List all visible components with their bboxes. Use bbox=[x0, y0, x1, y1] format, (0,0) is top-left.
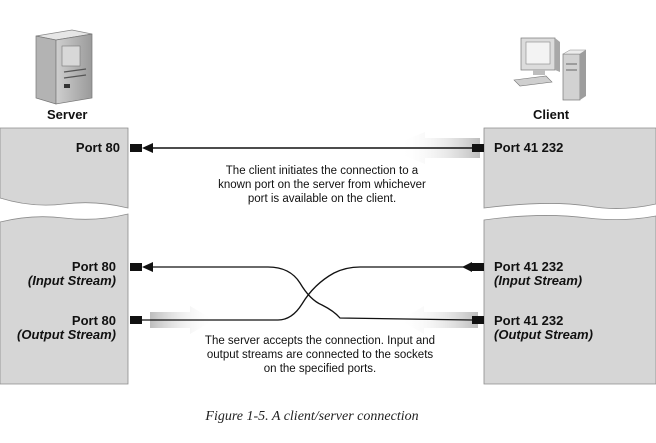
server-input-port: Port 80 bbox=[72, 259, 116, 274]
server-panel-bottom bbox=[0, 213, 129, 385]
bottom-note-line-2: output streams are connected to the sock… bbox=[207, 349, 434, 361]
figure-caption: Figure 1-5. A client/server connection bbox=[204, 409, 418, 424]
top-note: The client initiates the connection to a… bbox=[218, 165, 426, 205]
client-panel-bottom bbox=[483, 215, 656, 385]
client-input-stream-line bbox=[142, 266, 472, 321]
client-port-top: Port 41 232 bbox=[494, 140, 563, 155]
client-input-stream: (Input Stream) bbox=[494, 273, 582, 288]
client-input-socket bbox=[472, 263, 484, 271]
server-input-arrowhead bbox=[142, 262, 153, 272]
client-label: Client bbox=[533, 107, 570, 122]
server-input-stream: (Input Stream) bbox=[28, 273, 116, 288]
server-icon bbox=[35, 29, 93, 105]
server-socket-top bbox=[130, 144, 142, 152]
bottom-note: The server accepts the connection. Input… bbox=[205, 335, 435, 375]
bottom-note-line-3: on the specified ports. bbox=[264, 363, 377, 375]
server-input-stream-line bbox=[146, 266, 473, 321]
bottom-note-line-1: The server accepts the connection. Input… bbox=[205, 335, 435, 347]
server-panel-top bbox=[0, 127, 129, 209]
client-input-arrowhead bbox=[462, 262, 472, 272]
server-output-stream: (Output Stream) bbox=[17, 327, 116, 342]
server-output-socket bbox=[130, 316, 142, 324]
top-note-line-2: known port on the server from whichever bbox=[218, 179, 426, 191]
top-note-line-3: port is available on the client. bbox=[248, 193, 396, 205]
server-label: Server bbox=[47, 107, 87, 122]
client-output-stream: (Output Stream) bbox=[494, 327, 593, 342]
top-note-line-1: The client initiates the connection to a bbox=[226, 165, 419, 177]
client-socket-top bbox=[472, 144, 484, 152]
client-output-socket bbox=[472, 316, 484, 324]
server-input-socket bbox=[130, 263, 142, 271]
client-input-port: Port 41 232 bbox=[494, 259, 563, 274]
server-output-port: Port 80 bbox=[72, 313, 116, 328]
client-computer-icon bbox=[513, 37, 587, 101]
client-panel-top bbox=[483, 127, 656, 209]
client-output-port: Port 41 232 bbox=[494, 313, 563, 328]
server-port-top: Port 80 bbox=[76, 140, 120, 155]
connect-arrowhead bbox=[142, 143, 153, 153]
